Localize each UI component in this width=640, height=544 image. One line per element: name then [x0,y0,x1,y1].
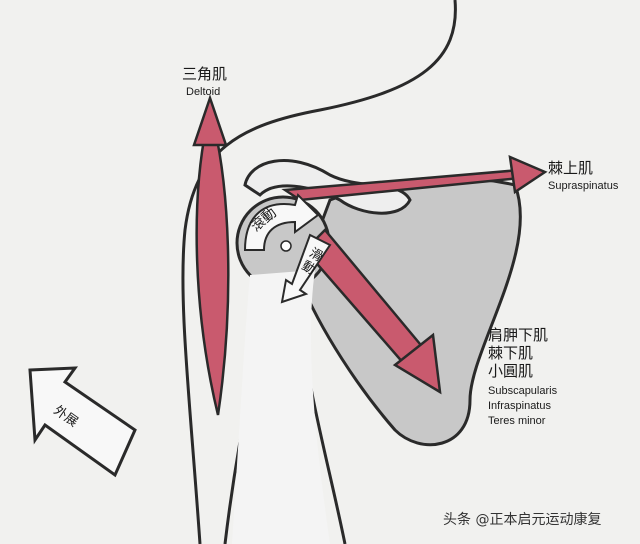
teres-minor-label-zh: 小圓肌 [488,362,534,380]
infraspinatus-label-en: Infraspinatus [488,400,551,412]
deltoid-arrowhead [192,94,228,147]
supraspinatus-label-en: Supraspinatus [548,180,619,192]
subscapularis-label-zh: 肩胛下肌 [488,326,549,344]
humerus-shaft [232,270,330,544]
watermark: 头条 @正本启元运动康复 [443,512,602,528]
supraspinatus-arrowhead [508,154,548,195]
deltoid-label-en: Deltoid [186,86,221,98]
deltoid-label-zh: 三角肌 [182,65,228,83]
gliding-arrow [280,233,332,304]
subscapularis-label-en: Subscapularis [488,385,558,397]
rotator-cuff-arrowhead [392,332,442,395]
infraspinatus-label-zh: 棘下肌 [488,344,534,362]
rotation-center [280,240,292,252]
supraspinatus-label-zh: 棘上肌 [548,159,594,177]
deltoid-muscle [195,105,230,416]
teres-minor-label-en: Teres minor [488,415,546,427]
abduction-arrow [28,366,137,478]
rolling-arrow [243,193,320,251]
